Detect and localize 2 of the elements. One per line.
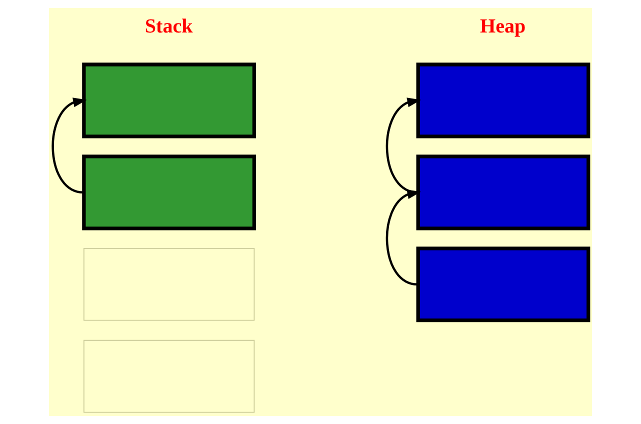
label: Heap bbox=[480, 15, 526, 38]
label: Stack bbox=[144, 15, 193, 38]
